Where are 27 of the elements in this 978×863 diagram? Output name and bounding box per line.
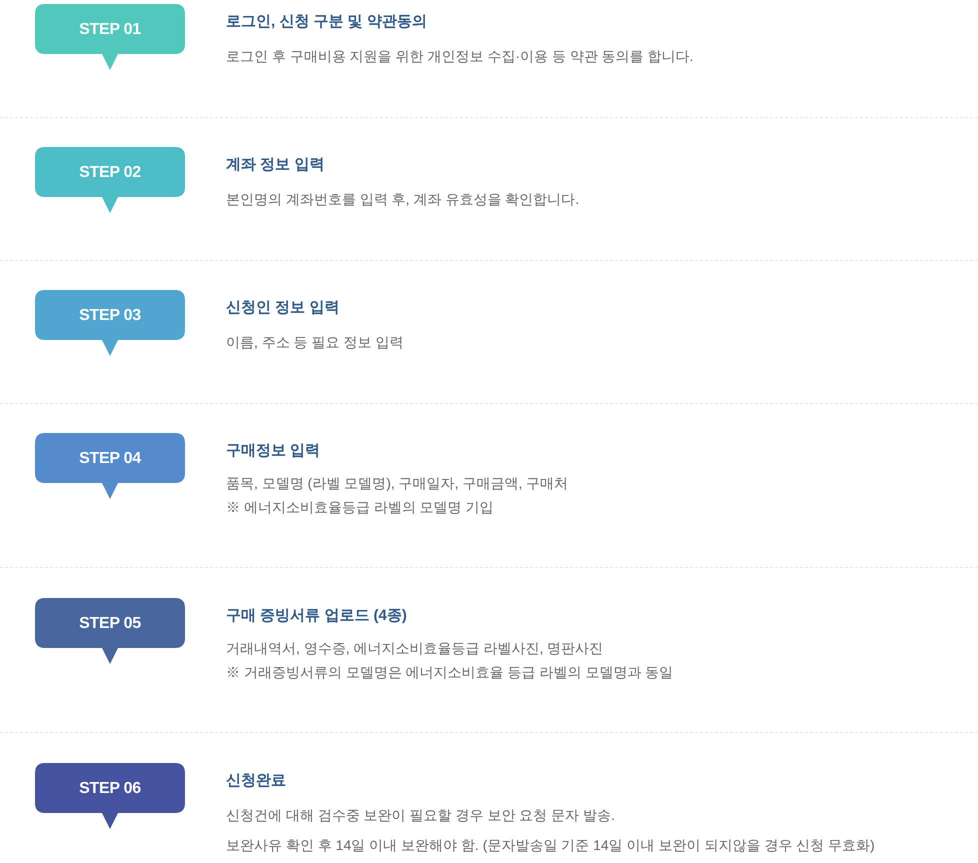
step-label: STEP 02 xyxy=(79,162,141,182)
step-label: STEP 05 xyxy=(79,614,141,632)
step-description: 보완사유 확인 후 14일 이내 보완해야 함. (문자발송일 기준 14일 이내 보완이 되지않을 경우 신청 무효화) xyxy=(226,836,875,855)
speech-bubble xyxy=(35,433,185,499)
speech-bubble xyxy=(35,290,185,356)
speech-bubble xyxy=(35,147,185,213)
step-label: STEP 04 xyxy=(79,448,141,468)
speech-bubble xyxy=(35,598,185,664)
speech-bubble xyxy=(35,763,185,829)
step-title: 로그인, 신청 구분 및 약관동의 xyxy=(226,12,427,32)
step-title: 구매정보 입력 xyxy=(226,441,320,461)
step-description: ※ 거래증빙서류의 모델명은 에너지소비효율 등급 라벨의 모델명과 동일 xyxy=(226,663,674,682)
step-label: STEP 06 xyxy=(79,778,141,798)
step-description: 신청건에 대해 검수중 보완이 필요할 경우 보안 요청 문자 발송. xyxy=(226,806,615,825)
speech-bubble xyxy=(35,4,185,70)
step-description: 본인명의 계좌번호를 입력 후, 계좌 유효성을 확인합니다. xyxy=(226,190,580,209)
step-description: ※ 에너지소비효율등급 라벨의 모델명 기입 xyxy=(226,498,494,517)
step-title: 계좌 정보 입력 xyxy=(226,155,324,175)
step-description: 거래내역서, 영수증, 에너지소비효율등급 라벨사진, 명판사진 xyxy=(226,639,604,658)
step-title: 신청인 정보 입력 xyxy=(226,298,340,318)
step-label: STEP 03 xyxy=(79,306,141,324)
step-title: 신청완료 xyxy=(226,771,286,791)
step-description: 로그인 후 구매비용 지원을 위한 개인정보 수집·이용 등 약관 동의를 합니다. xyxy=(226,47,694,66)
step-description: 품목, 모델명 (라벨 모델명), 구매일자, 구매금액, 구매처 xyxy=(226,474,568,493)
step-description: 이름, 주소 등 필요 정보 입력 xyxy=(226,333,404,352)
step-title: 구매 증빙서류 업로드 (4종) xyxy=(226,606,407,626)
step-label: STEP 01 xyxy=(79,20,141,38)
